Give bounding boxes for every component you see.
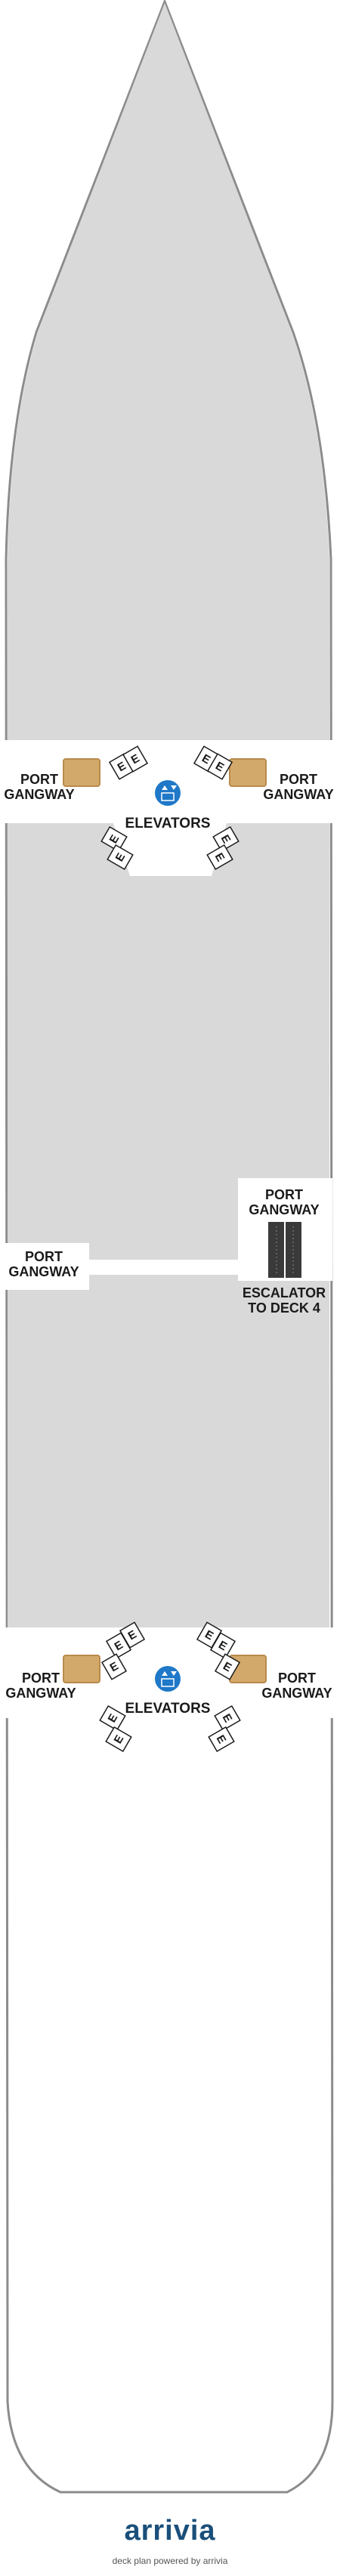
elevators-label: ELEVATORS [125,1701,211,1717]
elevators-label: ELEVATORS [125,816,211,831]
aft-elevator-bank [99,1621,241,1753]
port-gangway-label-aft-right: GANGWAY [261,1686,332,1701]
arrivia-logo: arrivia [124,2515,216,2547]
gangway-crate-icon [63,758,267,787]
port-gangway-label-forward-right: PORT [280,772,317,787]
port-gangway-label-forward-right: GANGWAY [263,787,333,802]
powered-by-text: deck plan powered by arrivia [112,2556,228,2566]
port-gangway-label-aft-right: PORT [278,1671,316,1686]
port-gangway-label-mid-left: GANGWAY [8,1264,79,1279]
port-gangway-label-forward-left: PORT [20,772,58,787]
escalator-label: TO DECK 4 [248,1300,320,1316]
port-gangway-label-mid-right: GANGWAY [249,1202,319,1217]
escalator-label: ESCALATOR [243,1285,326,1300]
elevator-icon [155,1666,181,1692]
elevator-icon [155,780,181,806]
port-gangway-label-forward-left: GANGWAY [4,787,74,802]
escalator-icon [268,1222,301,1278]
port-gangway-label-mid-right: PORT [265,1187,303,1202]
port-gangway-label-mid-left: PORT [25,1249,63,1264]
port-gangway-label-aft-left: PORT [22,1671,60,1686]
port-gangway-label-aft-left: GANGWAY [5,1686,76,1701]
forward-elevator-bank [100,745,240,871]
